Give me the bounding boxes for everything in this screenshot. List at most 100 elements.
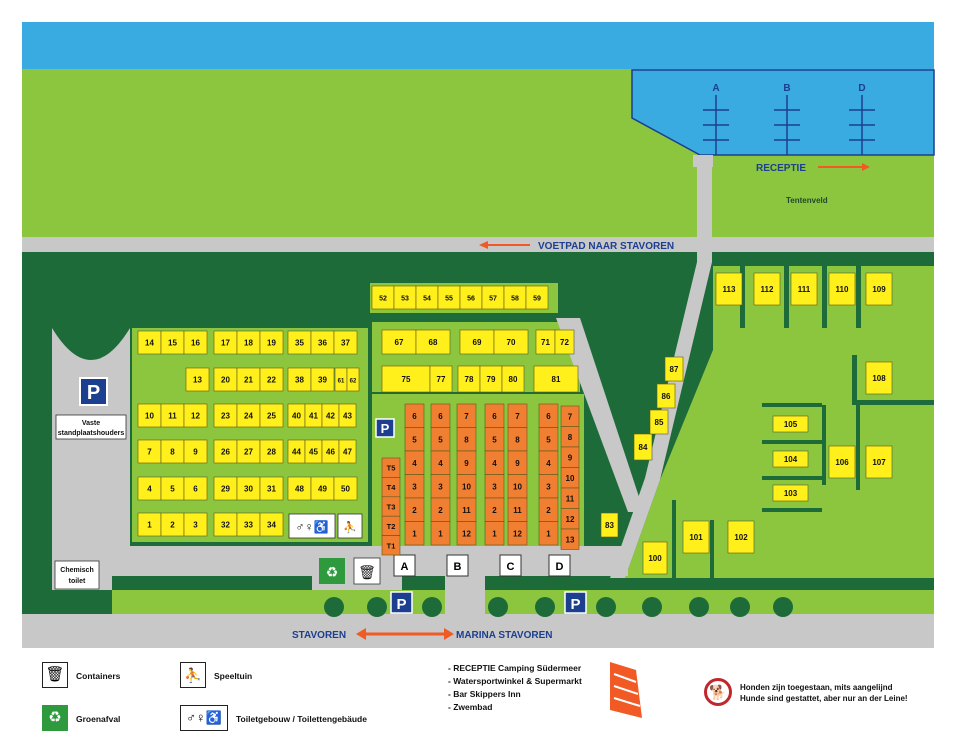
pitch[interactable]: [183, 330, 208, 355]
pitch-label: 13: [566, 535, 575, 544]
pitch[interactable]: [642, 541, 668, 575]
pitch[interactable]: [533, 365, 579, 393]
pitch[interactable]: [430, 521, 451, 546]
pitch-label: 12: [566, 515, 575, 524]
pitch-label: 35: [295, 339, 304, 348]
pitch[interactable]: [259, 367, 284, 392]
pitch[interactable]: [772, 415, 809, 433]
pitch-label: 8: [170, 448, 175, 457]
legend-dogs-nl: Honden zijn toegestaan, mits aangelijnd: [740, 683, 893, 692]
pitch-label: 28: [267, 448, 276, 457]
pitch[interactable]: [525, 285, 549, 310]
pitch-label: 5: [438, 435, 443, 444]
pitch[interactable]: [727, 520, 755, 554]
pitch-label: 6: [546, 412, 551, 421]
pitch[interactable]: [183, 439, 208, 464]
pitch[interactable]: [865, 445, 893, 479]
pitch-label: 83: [605, 521, 614, 530]
pitch[interactable]: [772, 450, 809, 468]
pitch-label: 37: [341, 339, 350, 348]
pitch[interactable]: [560, 528, 580, 550]
pitch-label: 61: [338, 379, 345, 385]
pitch[interactable]: [338, 439, 357, 464]
pitch-label: 3: [492, 482, 497, 491]
pitch[interactable]: [649, 409, 669, 435]
pitch[interactable]: [310, 367, 335, 392]
pitch[interactable]: [554, 329, 575, 355]
pitch[interactable]: [346, 367, 360, 392]
pitch[interactable]: [656, 383, 676, 409]
pitch[interactable]: [333, 476, 358, 501]
pitch-label: 48: [295, 485, 304, 494]
pitch[interactable]: [753, 272, 781, 306]
pitch-label: 3: [546, 482, 551, 491]
pitch-label: 4: [412, 459, 417, 468]
pitch[interactable]: [333, 330, 358, 355]
legend-dogs-de: Hunde sind gestattet, aber nur an der Le…: [740, 694, 908, 703]
svg-text:P: P: [87, 382, 100, 404]
pitch[interactable]: [600, 512, 619, 538]
pitch-label: 5: [546, 435, 551, 444]
pitch[interactable]: [381, 365, 431, 393]
pitch-label: 109: [872, 285, 886, 294]
pitch-label: 87: [670, 365, 679, 374]
pitch[interactable]: [183, 512, 208, 537]
pitch[interactable]: [429, 365, 453, 393]
pitch[interactable]: [682, 520, 710, 554]
pitch[interactable]: [828, 272, 856, 306]
pitch-label: 105: [784, 420, 798, 429]
pitch-label: 69: [473, 338, 482, 347]
pitch-label: 104: [784, 455, 798, 464]
pitch-label: 2: [170, 521, 175, 530]
pitch[interactable]: [493, 329, 529, 355]
pitch-label: 32: [221, 521, 230, 530]
pitch-label: 4: [492, 459, 497, 468]
tentenveld-label: Tentenveld: [786, 196, 828, 205]
pitch-label: 26: [221, 448, 230, 457]
pitch-label: 111: [798, 285, 811, 294]
pitch[interactable]: [381, 535, 401, 556]
pitch[interactable]: [633, 433, 653, 461]
pitch[interactable]: [259, 512, 284, 537]
pitch[interactable]: [259, 439, 284, 464]
toilet-icon: [288, 513, 336, 539]
pitch[interactable]: [865, 361, 893, 395]
pitch[interactable]: [185, 367, 210, 392]
pitch[interactable]: [790, 272, 818, 306]
pitch-label: 2: [438, 506, 443, 515]
pitch[interactable]: [507, 521, 528, 546]
pitch[interactable]: [538, 521, 559, 546]
pitch[interactable]: [259, 330, 284, 355]
svg-text:P: P: [570, 596, 580, 613]
pitch-label: 30: [244, 485, 253, 494]
pitch-label: 13: [193, 376, 202, 385]
pitch[interactable]: [484, 521, 505, 546]
pitch[interactable]: [865, 272, 893, 306]
svg-text:♻: ♻: [326, 564, 339, 580]
dock-label: A: [712, 83, 719, 94]
pitch-label: 6: [438, 412, 443, 421]
pitch[interactable]: [828, 445, 856, 479]
pitch[interactable]: [338, 403, 357, 428]
footpath: [22, 237, 934, 252]
pitch[interactable]: [715, 272, 743, 306]
pitch-label: 38: [295, 376, 304, 385]
pitch[interactable]: [501, 365, 525, 393]
pitch[interactable]: [415, 329, 451, 355]
pitch-label: 53: [401, 296, 409, 303]
pitch-label: 80: [509, 375, 518, 384]
pitch[interactable]: [772, 484, 809, 502]
pitch[interactable]: [259, 403, 284, 428]
pitch[interactable]: [183, 476, 208, 501]
pitch[interactable]: [664, 356, 684, 382]
pitch-label: 81: [552, 375, 561, 384]
pitch-label: 85: [655, 418, 664, 427]
pitch[interactable]: [404, 521, 425, 546]
pitch-label: 59: [533, 296, 541, 303]
pitch[interactable]: [183, 403, 208, 428]
pitch[interactable]: [456, 521, 477, 546]
pitch[interactable]: [259, 476, 284, 501]
sanitary-blocks: A B C D: [393, 554, 571, 577]
pitch[interactable]: [459, 329, 495, 355]
pitch-label: 113: [723, 285, 736, 294]
